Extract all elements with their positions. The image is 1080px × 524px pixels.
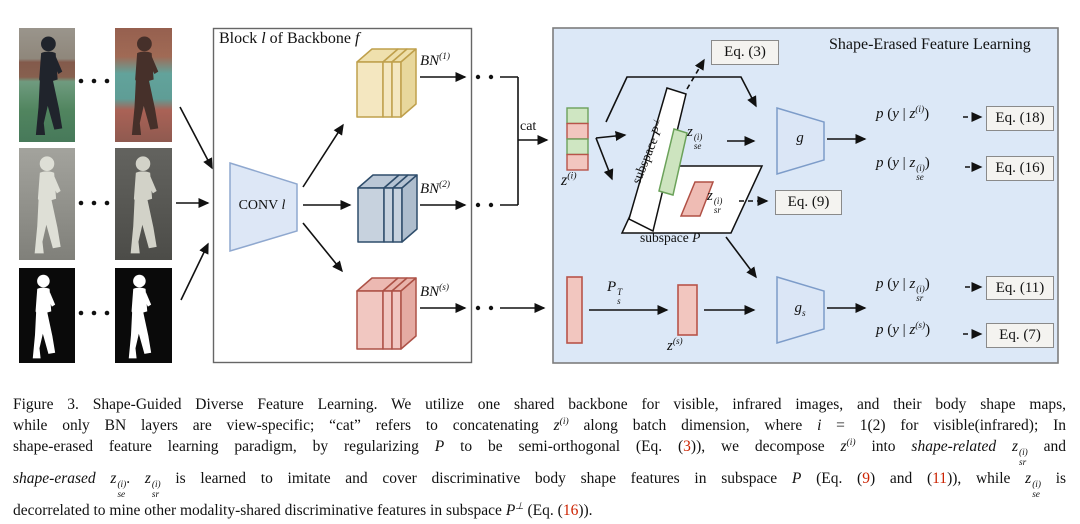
z-s-label: z(s) [667,337,683,354]
eq3-box: Eq. (3) [711,40,779,65]
eq7-box: Eq. (7) [986,323,1054,348]
backbone-title: Block l of Backbone f [219,30,360,47]
feature-stack-red [356,277,417,350]
ellipsis-dots-row2 [78,200,110,206]
conv-label: CONV l [238,198,286,213]
prob-z-s-label: p (y | z(s)) [876,321,931,338]
prob-z-i-label: p (y | z(i)) [876,105,930,122]
gs-label: gs [794,300,806,319]
z-i-label: z(i) [561,170,577,189]
bns-label: BN(s) [420,283,449,300]
classifier-gs-trapezoid [776,275,825,345]
eq9-box: Eq. (9) [775,190,842,215]
feature-stack-blue [357,174,418,243]
classifier-g-trapezoid [776,106,825,176]
shape-map-image-2 [115,268,172,363]
bn2-label: BN(2) [420,180,451,197]
figure-caption: Figure 3. Shape-Guided Diverse Feature L… [13,394,1066,521]
caption-line-2: while only BN layers are view-specific; … [13,415,1066,434]
panel-title: Shape-Erased Feature Learning [829,36,1031,53]
z-sr-slab [679,181,715,217]
architecture-diagram: Block l of Backbone f CONV l BN(1) BN(2)… [19,27,1059,364]
caption-line-1: Figure 3. Shape-Guided Diverse Feature L… [13,396,1066,413]
z-i-feature-stack [566,107,589,171]
bn-continuation-dots [475,74,494,311]
prob-z-se-label: p (y | z(i)se) [876,155,930,183]
visible-image-2 [115,28,172,142]
bn1-label: BN(1) [420,52,451,69]
infrared-image-2 [115,148,172,260]
caption-line-5: decorrelated to mine other modality-shar… [13,501,593,520]
conv-trapezoid [229,161,298,253]
subspace-p-perp-plane [628,87,687,233]
eq16-box: Eq. (16) [986,156,1054,181]
z-sr-label: z(i)sr [707,188,723,216]
caption-line-4: shape-erased z(i)se. z(i)sr is learned t… [13,470,1067,500]
shape-feature-bar [566,276,583,344]
visible-image-1 [19,28,75,142]
shape-map-image-1 [19,268,75,363]
z-s-feature-bar [677,284,698,336]
g-label: g [796,130,804,146]
feature-stack-yellow [356,48,417,118]
flow-arrows [176,58,983,339]
ellipsis-dots-row1 [78,78,110,84]
prob-z-sr-label: p (y | z(i)sr) [876,276,930,304]
eq18-box: Eq. (18) [986,106,1054,131]
eq11-box: Eq. (11) [986,276,1054,300]
caption-line-3: shape-erased feature learning paradigm, … [13,436,1066,468]
cat-label: cat [520,119,537,134]
z-se-slab [658,128,688,196]
ellipsis-dots-row3 [78,310,110,316]
subspace-p-label: subspace P [640,230,701,245]
infrared-image-1 [19,148,75,260]
z-se-label: z(i)se [687,124,703,152]
